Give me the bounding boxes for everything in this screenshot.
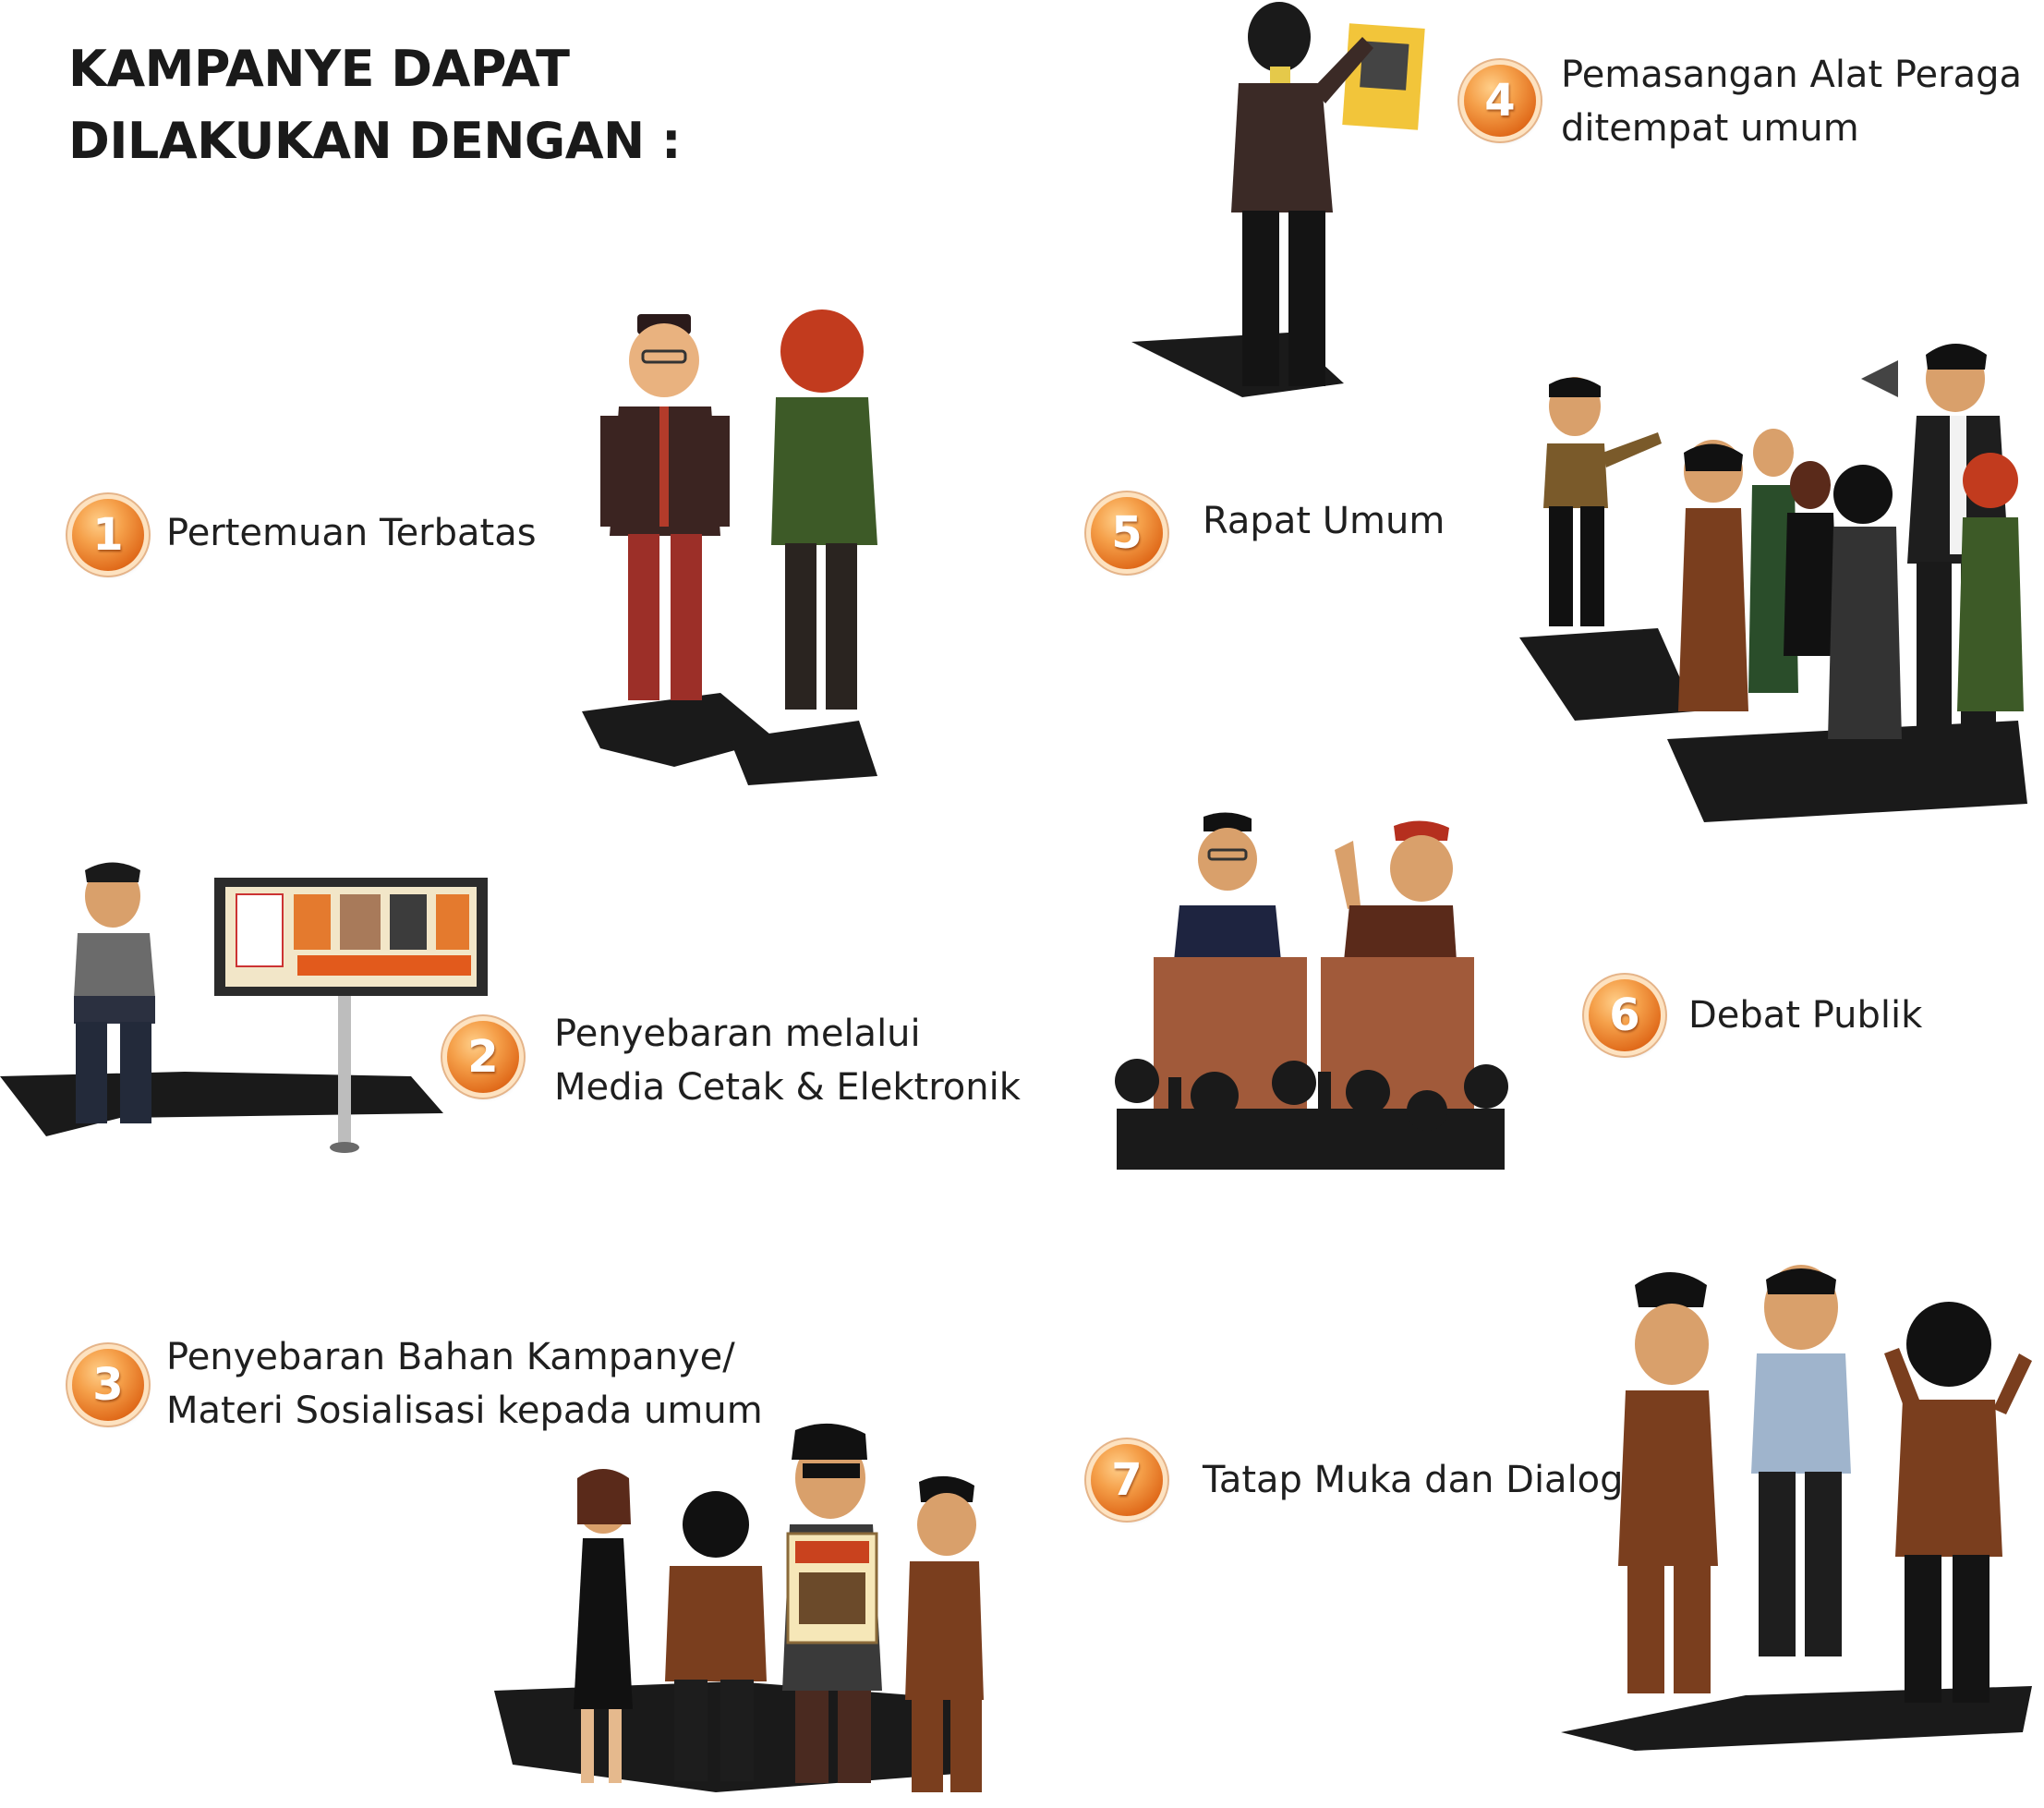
item-1-line-1: Pertemuan Terbatas: [166, 512, 537, 554]
page-title: KAMPANYE DAPAT DILAKUKAN DENGAN :: [68, 33, 682, 177]
man-with-peci: [600, 314, 730, 700]
ground-shadow: [0, 1072, 443, 1136]
crowd: [1678, 429, 2024, 739]
man-from-behind: [1231, 2, 1373, 386]
public-rally-illustration: [1519, 344, 2027, 822]
older-man-with-peci: [905, 1475, 984, 1792]
number-badge-2: 2: [447, 1021, 519, 1093]
title-line-2: DILAKUKAN DENGAN :: [68, 112, 682, 170]
older-man-with-peci: [1618, 1272, 1718, 1693]
debater-right: [1335, 820, 1457, 961]
number-badge-6: 6: [1589, 979, 1661, 1051]
man-pointing: [74, 862, 155, 1123]
item-label-1: Pertemuan Terbatas: [166, 506, 537, 560]
item-label-7: Tatap Muka dan Dialog: [1203, 1453, 1624, 1507]
ground-shadow: [1519, 628, 1695, 721]
item-label-4: Pemasangan Alat Peraga ditempat umum: [1561, 48, 2022, 155]
number-badge-1: 1: [72, 499, 144, 571]
item-2-line-2: Media Cetak & Elektronik: [554, 1066, 1021, 1109]
media-billboard-illustration: [0, 862, 488, 1153]
item-5-line-1: Rapat Umum: [1203, 500, 1445, 542]
campaign-material-illustration: [494, 1423, 984, 1792]
man-pointing: [1543, 377, 1662, 626]
public-debate-illustration: [1115, 812, 1508, 1170]
person-raising-fists: [1884, 1302, 2032, 1703]
debater-left: [1174, 812, 1281, 961]
item-label-2: Penyebaran melalui Media Cetak & Elektro…: [554, 1007, 1021, 1114]
item-6-line-1: Debat Publik: [1688, 994, 1923, 1037]
number-badge-5: 5: [1091, 497, 1163, 569]
item-4-line-2: ditempat umum: [1561, 107, 1859, 150]
ground-shadow: [1667, 721, 2027, 822]
curly-haired-person: [771, 309, 877, 710]
item-label-6: Debat Publik: [1688, 989, 1922, 1042]
person-raising-fist: [665, 1491, 767, 1781]
woman-with-bag: [574, 1469, 633, 1783]
title-line-1: KAMPANYE DAPAT: [68, 40, 570, 98]
item-3-line-2: Materi Sosialisasi kepada umum: [166, 1389, 763, 1432]
item-label-3: Penyebaran Bahan Kampanye/ Materi Sosial…: [166, 1330, 763, 1438]
man-with-poster: [782, 1423, 882, 1783]
item-4-line-1: Pemasangan Alat Peraga: [1561, 54, 2023, 96]
audience-silhouettes: [1115, 1059, 1508, 1170]
yellow-poster: [1342, 23, 1425, 130]
item-label-5: Rapat Umum: [1203, 494, 1445, 548]
item-3-line-1: Penyebaran Bahan Kampanye/: [166, 1336, 735, 1378]
ground-shadow: [730, 721, 877, 785]
number-badge-3: 3: [72, 1349, 144, 1421]
man-arms-crossed: [1751, 1265, 1851, 1656]
number-badge-4: 4: [1464, 65, 1536, 137]
limited-meeting-illustration: [582, 309, 877, 785]
ground-shadow: [582, 693, 776, 767]
podium-right: [1321, 957, 1474, 1114]
item-7-line-1: Tatap Muka dan Dialog: [1203, 1459, 1624, 1501]
item-2-line-1: Penyebaran melalui: [554, 1013, 921, 1055]
face-to-face-dialog-illustration: [1561, 1265, 2032, 1751]
posting-props-illustration: [1131, 2, 1425, 397]
number-badge-7: 7: [1091, 1444, 1163, 1516]
billboard: [214, 878, 488, 1153]
